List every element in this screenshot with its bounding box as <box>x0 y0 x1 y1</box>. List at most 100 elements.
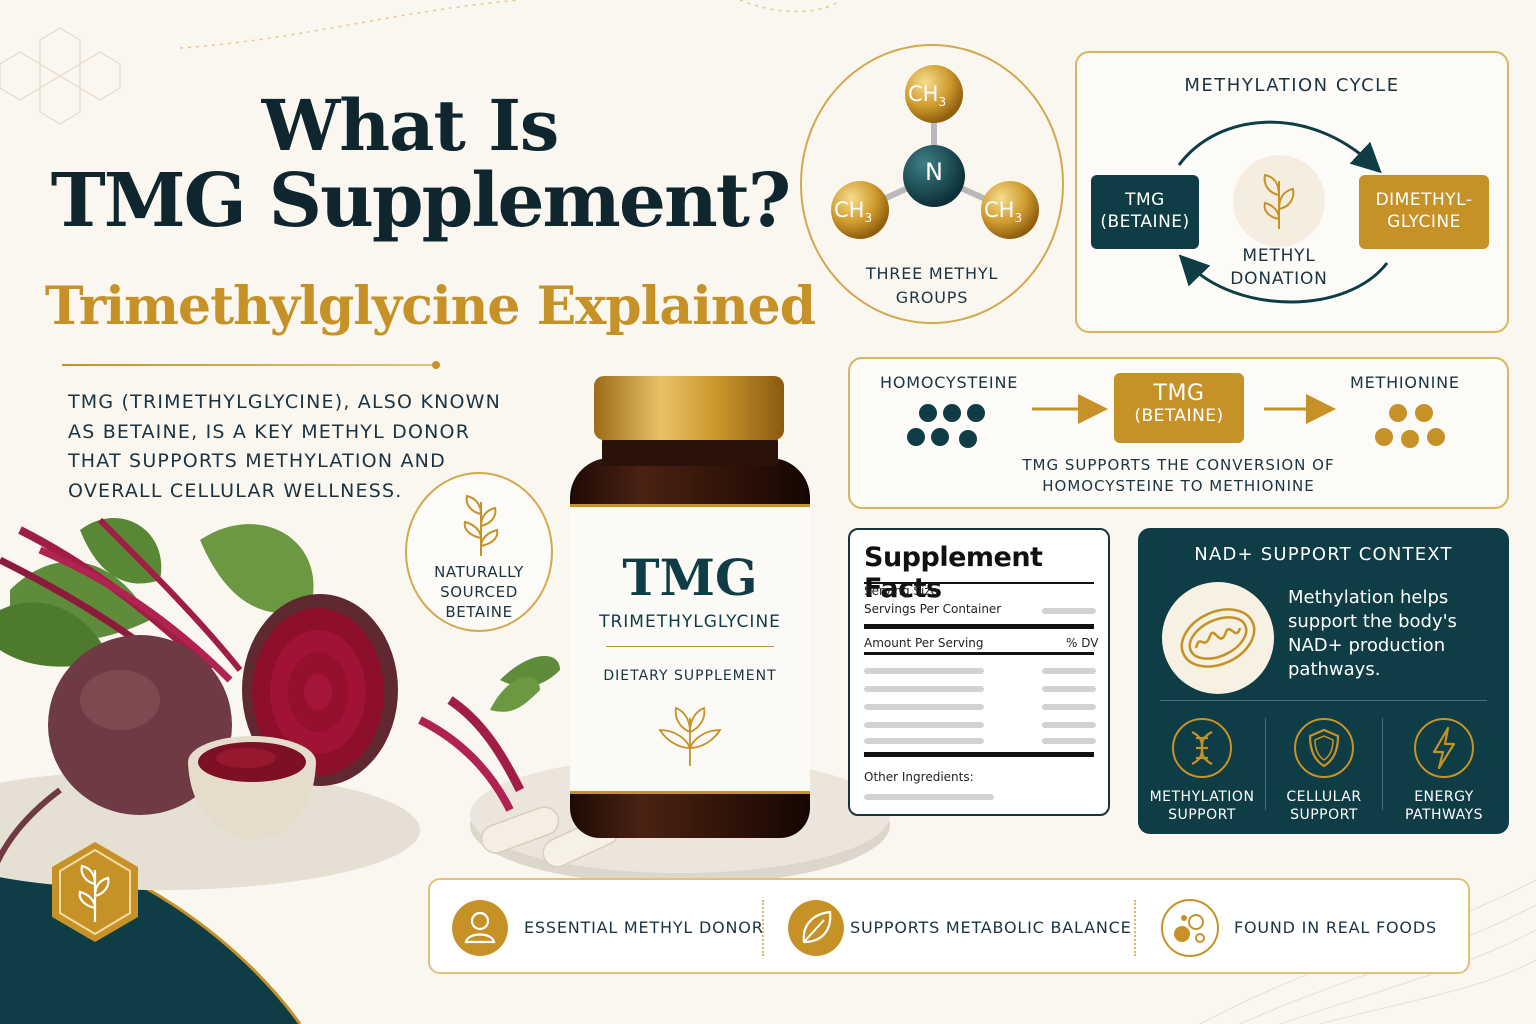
label-band <box>570 791 810 794</box>
description-line: NAD+ production <box>1288 635 1446 656</box>
naturally-sourced-badge: NATURALLY SOURCED BETAINE <box>405 472 553 632</box>
placeholder-bar <box>864 738 984 744</box>
feature-label: FOUND IN REAL FOODS <box>1234 918 1437 937</box>
feature-separator <box>762 900 764 956</box>
homocysteine-label: HOMOCYSTEINE <box>880 373 1019 392</box>
placeholder-bar <box>1042 668 1096 674</box>
title-divider <box>62 361 440 369</box>
item-label: ENERGY PATHWAYS <box>1384 788 1504 824</box>
tmg-bottle: TMG TRIMETHYLGLYCINE DIETARY SUPPLEMENT <box>560 372 820 842</box>
label-line: SUPPORT <box>1168 807 1236 823</box>
methyl-text: CH <box>984 198 1015 222</box>
cycle-tmg-node: TMG (BETAINE) <box>1091 175 1199 249</box>
note-line: HOMOCYSTEINE TO METHIONINE <box>1042 477 1315 495</box>
title-line-2: TMG Supplement? <box>50 158 792 244</box>
intro-line: TMG (TRIMETHYLGLYCINE), ALSO KNOWN <box>68 391 502 413</box>
node-line: (BETAINE) <box>1100 212 1190 232</box>
mitochondria-icon <box>1180 608 1256 668</box>
other-ingredients-label: Other Ingredients: <box>864 770 974 784</box>
methyl-subscript: 3 <box>1014 211 1023 226</box>
leaf-emblem-icon <box>658 706 722 766</box>
bottle-product-name: TRIMETHYLGLYCINE <box>599 612 781 632</box>
methyl-group-label: CH3 <box>834 198 872 225</box>
caption-line: GROUPS <box>895 288 969 307</box>
column-separator <box>1265 718 1266 810</box>
hexagon-leaf-badge <box>52 842 138 942</box>
description-line: Methylation helps <box>1288 587 1449 608</box>
sprout-icon <box>463 494 499 556</box>
intro-line: OVERALL CELLULAR WELLNESS. <box>68 479 403 502</box>
shield-icon <box>1294 718 1354 778</box>
node-line: (BETAINE) <box>1134 406 1224 426</box>
note-line: TMG SUPPORTS THE CONVERSION OF <box>1022 456 1335 474</box>
bottle-neck <box>602 436 778 466</box>
methionine-label: METHIONINE <box>1350 373 1460 392</box>
item-label: CELLULAR SUPPORT <box>1264 788 1384 824</box>
placeholder-bar <box>864 704 984 710</box>
methyl-text: CH <box>834 198 865 222</box>
leaf-icon <box>788 900 844 956</box>
facts-rule <box>864 582 1094 584</box>
placeholder-bar <box>1042 738 1096 744</box>
facts-title: Supplement Facts <box>864 542 1043 604</box>
amount-per-serving-label: Amount Per Serving <box>864 636 984 650</box>
methyl-group-label: CH3 <box>984 198 1022 225</box>
subtitle: Trimethylglycine Explained <box>44 276 816 337</box>
energy-pathways-item: ENERGY PATHWAYS <box>1384 716 1504 824</box>
molecule-caption: THREE METHYL GROUPS <box>802 262 1062 310</box>
cells-icon <box>1161 899 1219 957</box>
dna-icon <box>1172 718 1232 778</box>
methyl-subscript: 3 <box>938 95 947 110</box>
cycle-title: METHYLATION CYCLE <box>1184 75 1400 96</box>
methyl-donation-label: METHYL DONATION <box>1217 245 1341 291</box>
intro-line: THAT SUPPORTS METHYLATION AND <box>68 450 446 472</box>
donation-line: METHYL <box>1242 246 1316 266</box>
naturally-sourced-label: NATURALLY SOURCED BETAINE <box>407 562 551 622</box>
title-line-1: What Is <box>261 84 560 167</box>
conversion-note: TMG SUPPORTS THE CONVERSION OF HOMOCYSTE… <box>850 455 1507 497</box>
feature-separator <box>1134 900 1136 956</box>
facts-rule <box>864 752 1094 757</box>
item-label: METHYLATION SUPPORT <box>1142 788 1262 824</box>
placeholder-bar <box>864 794 994 800</box>
description-line: support the body's <box>1288 611 1457 632</box>
features-bar: ESSENTIAL METHYL DONOR SUPPORTS METABOLI… <box>428 878 1470 974</box>
nad-description: Methylation helps support the body's NAD… <box>1288 586 1488 682</box>
node-line: TMG <box>1153 381 1205 406</box>
badge-line: NATURALLY <box>434 563 524 581</box>
daily-value-label: % DV <box>1066 636 1099 650</box>
label-divider <box>606 646 774 647</box>
label-line: CELLULAR <box>1286 789 1362 805</box>
label-band <box>570 504 810 507</box>
nad-support-panel: NAD+ SUPPORT CONTEXT Methylation helps s… <box>1138 528 1509 834</box>
label-line: PATHWAYS <box>1404 807 1484 823</box>
label-line: SUPPORT <box>1290 807 1358 823</box>
node-line: GLYCINE <box>1387 212 1461 232</box>
caption-line: THREE METHYL <box>865 264 999 283</box>
label-line: ENERGY <box>1414 789 1474 805</box>
methylation-cycle-panel: METHYLATION CYCLE TMG (BETAINE) DIMETHYL… <box>1075 51 1509 333</box>
servings-per-container-label: Servings Per Container <box>864 602 1002 616</box>
methyl-text: CH <box>908 82 939 106</box>
conversion-tmg-node: TMG (BETAINE) <box>1114 373 1244 443</box>
nitrogen-atom-label: N <box>925 158 943 186</box>
badge-line: SOURCED <box>440 583 518 601</box>
bottle-cap <box>594 376 784 440</box>
cycle-arrows <box>1177 120 1389 304</box>
cellular-support-item: CELLULAR SUPPORT <box>1264 716 1384 824</box>
intro-text: TMG (TRIMETHYLGLYCINE), ALSO KNOWN AS BE… <box>68 388 528 506</box>
homocysteine-conversion-panel: HOMOCYSTEINE TMG (BETAINE) METHIONINE TM… <box>848 357 1509 509</box>
cycle-dimethylglycine-node: DIMETHYL- GLYCINE <box>1359 175 1489 249</box>
feature-label: SUPPORTS METABOLIC BALANCE <box>850 918 1132 937</box>
bottle-brand: TMG <box>622 548 758 607</box>
facts-rule <box>864 652 1094 655</box>
placeholder-bar <box>864 668 984 674</box>
person-icon <box>452 900 508 956</box>
description-line: pathways. <box>1288 659 1381 680</box>
methyl-group-label: CH3 <box>908 82 946 109</box>
label-line: METHYLATION <box>1149 789 1255 805</box>
donation-line: DONATION <box>1230 269 1328 289</box>
facts-rule <box>864 624 1094 629</box>
column-separator <box>1382 718 1383 810</box>
conversion-graphics <box>907 394 1445 448</box>
